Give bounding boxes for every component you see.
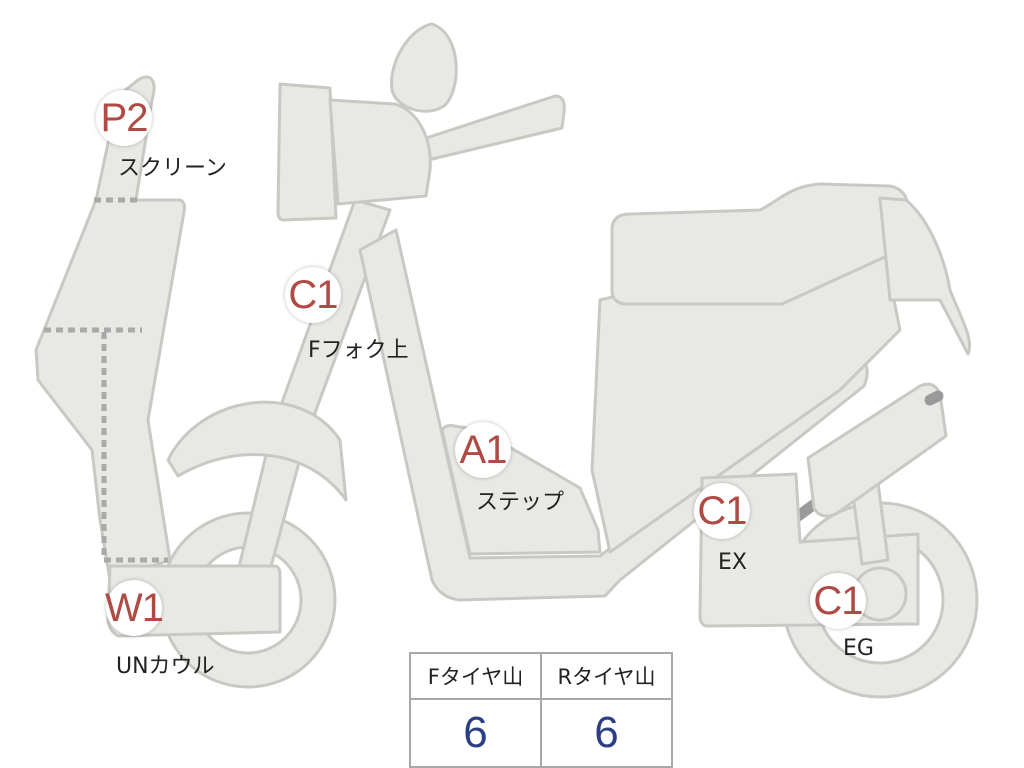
marker-under-cowl[interactable]: W1 <box>105 580 164 636</box>
label-front-fork: Fフォク上 <box>308 338 409 363</box>
label-engine: EG <box>843 636 874 661</box>
front-tire-header: Fタイヤ山 <box>409 652 542 700</box>
label-step: ステップ <box>476 490 565 515</box>
marker-front-fork[interactable]: C1 <box>285 267 341 323</box>
table-header-row: Fタイヤ山 Rタイヤ山 <box>409 652 673 700</box>
rear-tire-value: 6 <box>540 698 673 768</box>
marker-engine[interactable]: C1 <box>810 573 866 629</box>
label-under-cowl: UNカウル <box>116 654 215 679</box>
front-fender <box>166 400 348 502</box>
air-box <box>806 382 948 518</box>
air-box-stem <box>924 390 944 406</box>
marker-step[interactable]: A1 <box>455 422 511 478</box>
headlight <box>276 82 338 222</box>
rear-tire-header: Rタイヤ山 <box>540 652 673 700</box>
label-screen: スクリーン <box>118 156 227 181</box>
marker-exhaust[interactable]: C1 <box>694 483 750 539</box>
table-value-row: 6 6 <box>409 698 673 768</box>
tail <box>878 196 972 356</box>
handlebar <box>418 94 566 162</box>
headlight-cover <box>328 98 432 206</box>
marker-screen[interactable]: P2 <box>96 90 152 146</box>
tire-tread-table: Fタイヤ山 Rタイヤ山 6 6 <box>409 652 673 768</box>
mirror <box>390 22 458 113</box>
seat <box>610 182 910 306</box>
shield-dashline-vert <box>101 332 168 563</box>
front-tire-value: 6 <box>409 698 542 768</box>
label-exhaust: EX <box>718 550 747 575</box>
